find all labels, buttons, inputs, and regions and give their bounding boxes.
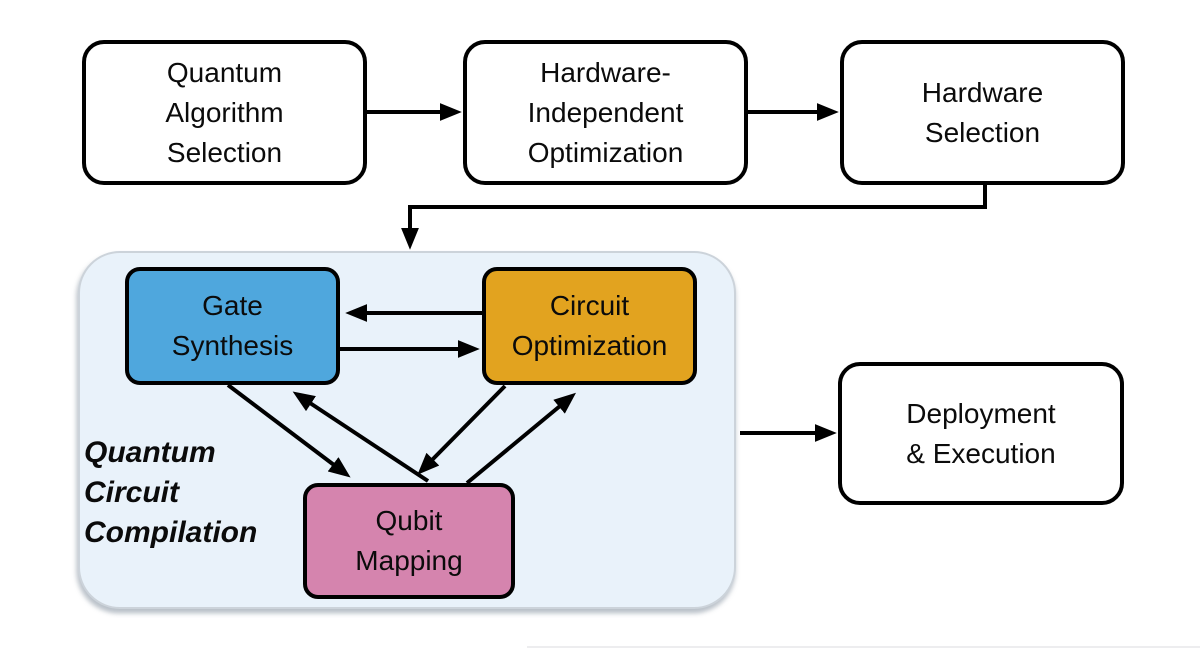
edge-hardware-selection-to-compilation-group (401, 185, 987, 250)
node-quantum-algorithm-selection: Quantum Algorithm Selection (82, 40, 367, 185)
node-qubit-mapping: Qubit Mapping (303, 483, 515, 599)
node-hardware-selection: Hardware Selection (840, 40, 1125, 185)
node-deployment-execution: Deployment & Execution (838, 362, 1124, 505)
node-circuit-optimization: Circuit Optimization (482, 267, 697, 385)
group-label-quantum-circuit-compilation: Quantum Circuit Compilation (84, 436, 258, 549)
bottom-edge-artifact (527, 646, 1200, 648)
node-hardware-independent-optimization: Hardware- Independent Optimization (463, 40, 748, 185)
node-gate-synthesis: Gate Synthesis (125, 267, 340, 385)
